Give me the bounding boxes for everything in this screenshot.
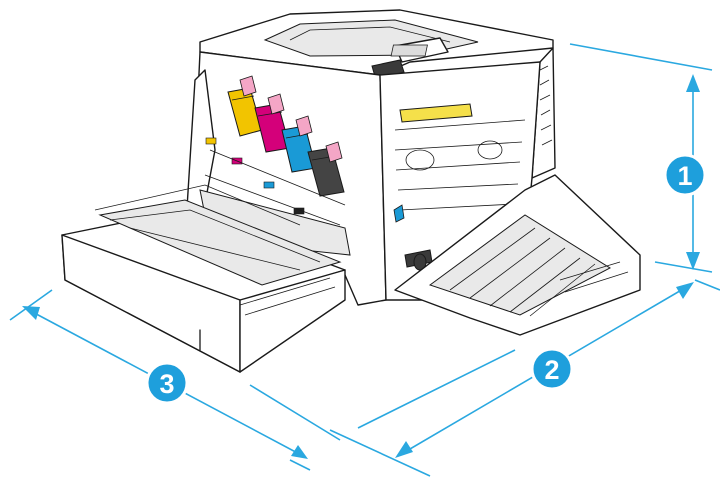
callout-1: 1 [663, 153, 707, 197]
toner-cartridges [227, 75, 345, 197]
paper-tray [61, 184, 346, 373]
height-dimension [569, 43, 713, 273]
callout-1-label: 1 [677, 161, 692, 191]
callout-3-label: 3 [159, 369, 174, 399]
callout-2-label: 2 [544, 355, 559, 385]
printer-illustration [61, 9, 641, 373]
callout-2: 2 [530, 347, 574, 391]
callout-3: 3 [145, 361, 189, 405]
